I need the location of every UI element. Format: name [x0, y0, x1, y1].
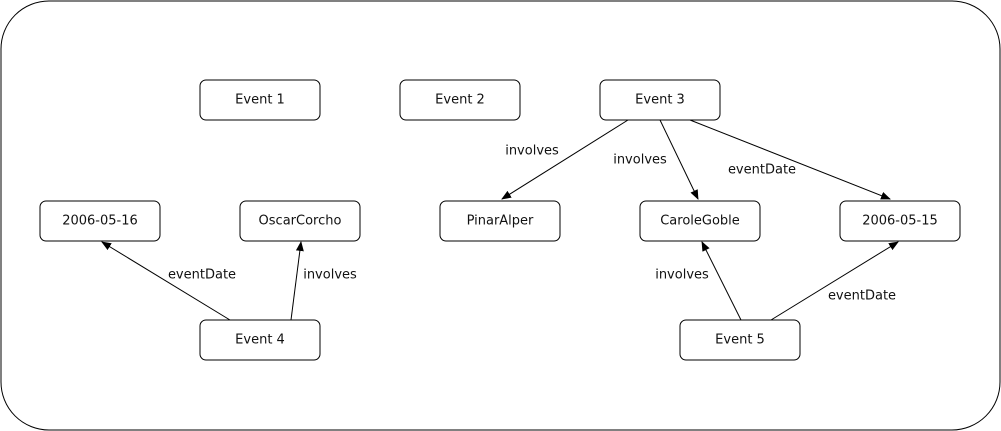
node-event-2[interactable]: Event 2	[399, 79, 521, 121]
edge-label: eventDate	[728, 163, 796, 178]
node-pinar-alper[interactable]: PinarAlper	[439, 200, 561, 242]
node-oscar-corcho[interactable]: OscarCorcho	[239, 200, 361, 242]
node-label: PinarAlper	[467, 214, 534, 229]
edges-layer: involves involves eventDate eventDate in…	[101, 119, 899, 321]
node-label: Event 2	[435, 93, 485, 108]
node-event-5[interactable]: Event 5	[679, 319, 801, 361]
edge-label: eventDate	[828, 289, 896, 304]
node-event-1[interactable]: Event 1	[199, 79, 321, 121]
edge-event3-eventdate-20060515: eventDate	[689, 119, 891, 200]
node-label: 2006-05-15	[862, 214, 938, 229]
edge-event4-eventdate-20060516: eventDate	[101, 241, 236, 321]
node-event-3[interactable]: Event 3	[599, 79, 721, 121]
node-date-2006-05-15[interactable]: 2006-05-15	[839, 200, 961, 242]
node-label: Event 3	[635, 93, 685, 108]
node-carole-goble[interactable]: CaroleGoble	[639, 200, 761, 242]
node-event-4[interactable]: Event 4	[199, 319, 321, 361]
edge-label: involves	[505, 144, 559, 159]
node-label: OscarCorcho	[259, 214, 342, 229]
node-label: Event 1	[235, 93, 285, 108]
edge-event3-involves-pinaralper: involves	[501, 119, 629, 200]
node-label: CaroleGoble	[660, 214, 740, 229]
nodes-layer: Event 1 Event 2 Event 3 2006-05-16 Oscar…	[39, 79, 961, 361]
node-label: 2006-05-16	[62, 214, 138, 229]
edge-event3-involves-carolegoble: involves	[613, 119, 699, 200]
node-label: Event 5	[715, 333, 765, 348]
node-date-2006-05-16[interactable]: 2006-05-16	[39, 200, 161, 242]
edge-event5-involves-carolegoble: involves	[655, 241, 742, 321]
edge-label: eventDate	[168, 268, 236, 283]
edge-event5-eventdate-20060515: eventDate	[770, 241, 899, 321]
edge-label: involves	[303, 268, 357, 283]
edge-label: involves	[613, 153, 667, 168]
node-label: Event 4	[235, 333, 285, 348]
edge-event4-involves-oscarcorcho: involves	[290, 241, 357, 321]
edge-label: involves	[655, 268, 709, 283]
